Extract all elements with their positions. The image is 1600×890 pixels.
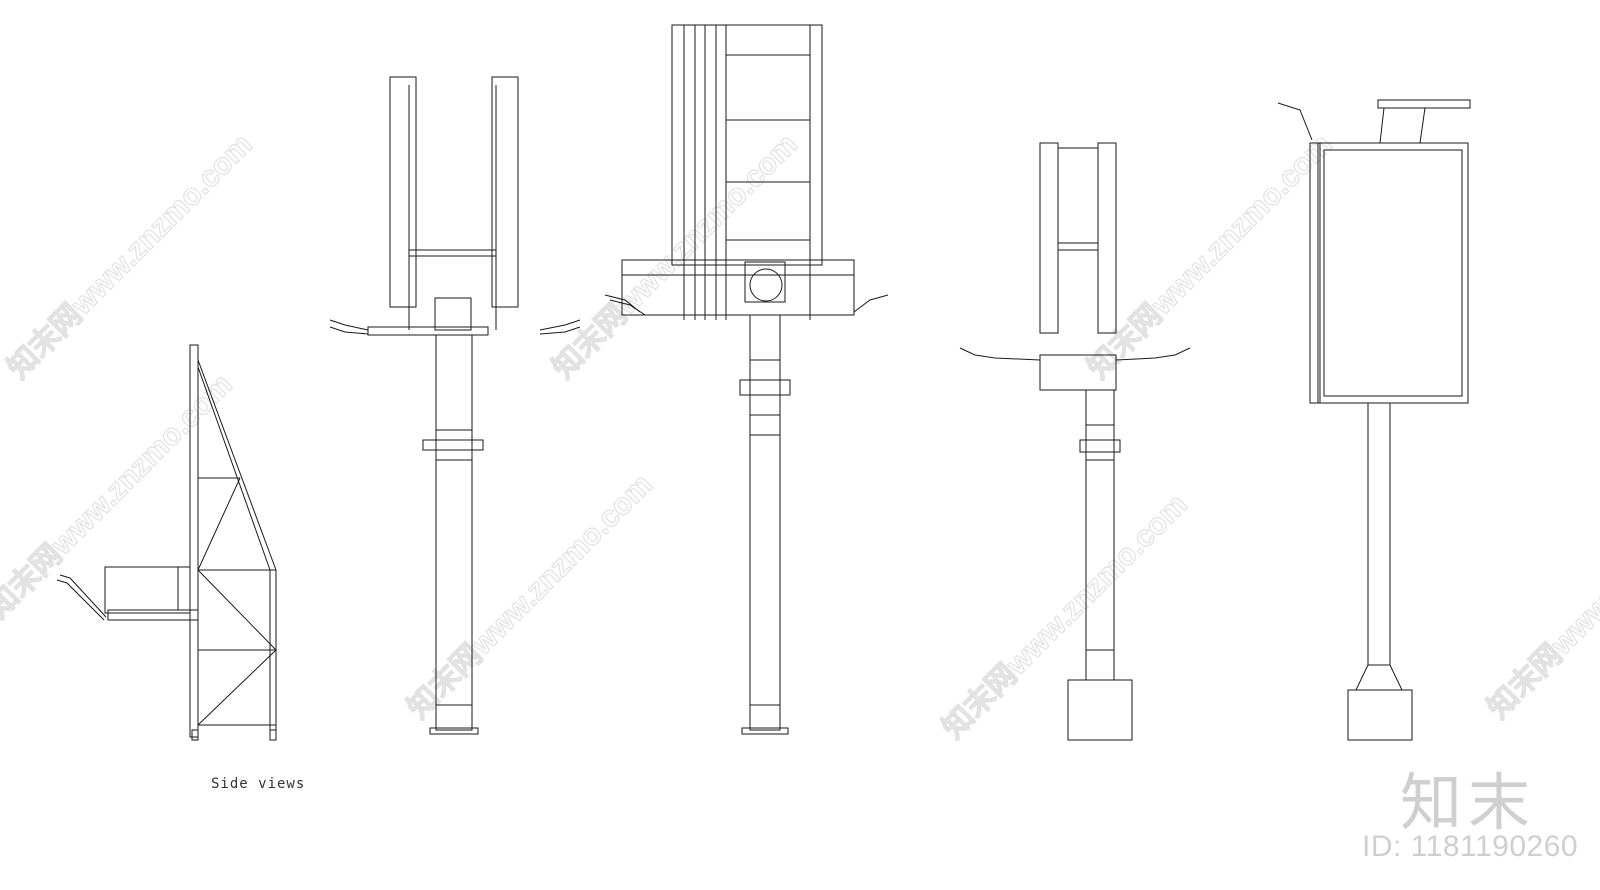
watermark: 知末网www.znzmo.com [0, 368, 239, 625]
watermark: 知末网www.znzmo.com [937, 488, 1194, 745]
billboard-frame-three-sided [604, 24, 889, 735]
drawing-id: ID: 1181190260 [1362, 830, 1579, 863]
lightbox-sign-on-pole [1277, 99, 1471, 741]
watermark: 知末网www.znzmo.com [2, 128, 259, 385]
watermark: 知末网www.znzmo.com [1082, 128, 1339, 385]
watermark: 知末网www.znzmo.com [402, 468, 659, 725]
billboard-frame-two-sided [329, 76, 581, 735]
side-view-structure [56, 344, 277, 741]
brand-logo: 知末 [1400, 766, 1537, 839]
caption-side-views: Side views [211, 776, 306, 792]
billboard-on-pedestal [959, 142, 1191, 741]
watermark: 知末网www.znzmo.com [547, 128, 804, 385]
watermarks: 知末网www.znzmo.com 知末网www.znzmo.com 知末网www… [0, 127, 1600, 745]
watermark: 知末网www.znzmo.com [1482, 468, 1600, 725]
